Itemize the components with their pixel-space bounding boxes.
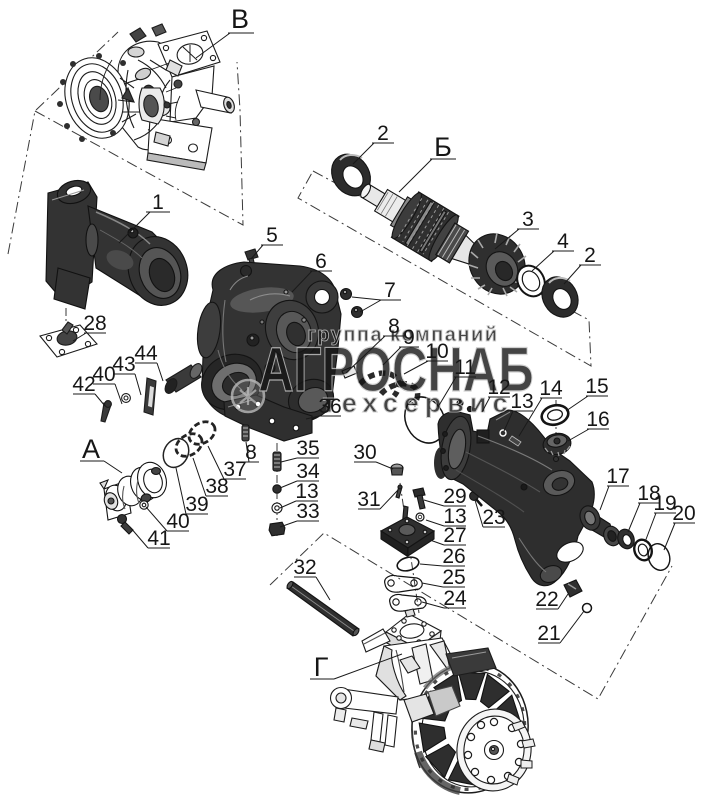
svg-text:13: 13 [510, 390, 533, 413]
svg-text:34: 34 [296, 460, 320, 483]
svg-text:40: 40 [166, 510, 189, 533]
svg-text:10: 10 [425, 340, 448, 363]
svg-text:17: 17 [606, 465, 629, 488]
svg-text:22: 22 [535, 588, 558, 611]
svg-text:4: 4 [557, 230, 569, 253]
svg-text:40: 40 [92, 363, 115, 386]
svg-text:5: 5 [266, 224, 278, 247]
svg-text:35: 35 [296, 437, 319, 460]
svg-text:техсервис: техсервис [323, 388, 514, 418]
svg-text:18: 18 [637, 482, 660, 505]
svg-text:15: 15 [585, 375, 608, 398]
svg-text:36: 36 [318, 395, 341, 418]
svg-text:25: 25 [442, 566, 465, 589]
svg-text:37: 37 [223, 458, 246, 481]
svg-text:А: А [82, 434, 100, 464]
svg-text:АГРОСНАБ: АГРОСНАБ [258, 334, 533, 404]
svg-text:2: 2 [584, 244, 596, 267]
svg-text:6: 6 [315, 250, 327, 273]
svg-text:44: 44 [134, 342, 158, 365]
svg-text:1: 1 [152, 191, 164, 214]
svg-text:14: 14 [539, 377, 563, 400]
svg-text:24: 24 [443, 587, 467, 610]
svg-text:30: 30 [353, 441, 376, 464]
svg-text:8: 8 [245, 441, 257, 464]
svg-text:8: 8 [388, 315, 400, 338]
svg-text:Б: Б [434, 132, 452, 162]
svg-text:3: 3 [522, 208, 534, 231]
svg-text:19: 19 [653, 492, 676, 515]
svg-text:26: 26 [442, 545, 465, 568]
svg-text:В: В [231, 4, 249, 34]
svg-text:группа компаний: группа компаний [307, 324, 498, 346]
svg-text:33: 33 [296, 500, 319, 523]
svg-text:38: 38 [205, 475, 228, 498]
svg-text:39: 39 [185, 493, 208, 516]
svg-text:23: 23 [482, 506, 505, 529]
svg-text:12: 12 [487, 376, 510, 399]
svg-text:20: 20 [672, 502, 695, 525]
svg-text:Г: Г [314, 652, 329, 682]
svg-text:16: 16 [586, 408, 609, 431]
svg-text:9: 9 [403, 326, 415, 349]
svg-text:21: 21 [537, 622, 560, 645]
svg-text:41: 41 [147, 527, 170, 550]
svg-text:29: 29 [443, 485, 466, 508]
svg-text:11: 11 [454, 356, 476, 379]
svg-text:13: 13 [443, 505, 466, 528]
svg-text:7: 7 [384, 279, 396, 302]
svg-text:42: 42 [72, 373, 95, 396]
svg-text:2: 2 [377, 122, 389, 145]
svg-text:32: 32 [293, 556, 316, 579]
svg-text:28: 28 [83, 312, 106, 335]
svg-text:31: 31 [357, 488, 380, 511]
svg-text:27: 27 [443, 524, 466, 547]
svg-text:43: 43 [112, 353, 135, 376]
svg-text:13: 13 [295, 480, 318, 503]
